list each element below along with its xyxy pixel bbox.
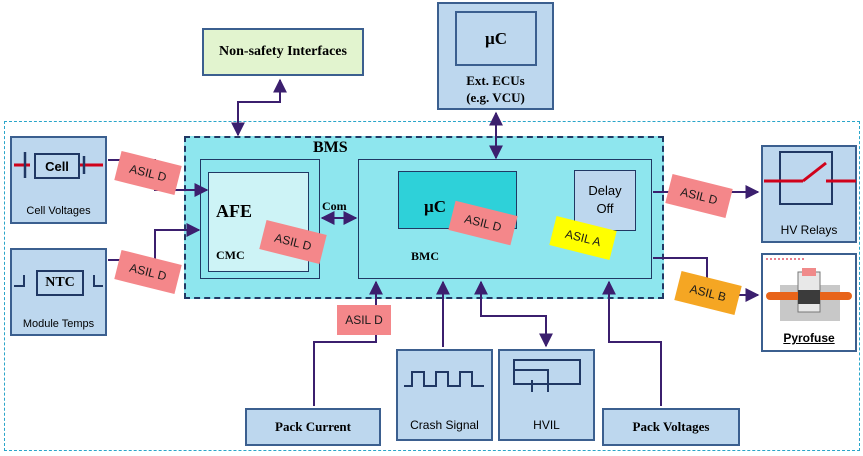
delay-label-2: Off (596, 201, 614, 216)
pack-voltages-label: Pack Voltages (632, 419, 710, 434)
system-boundary (4, 121, 860, 451)
nonsafety-link (231, 78, 287, 137)
ext-ecu-label-1: Ext. ECUs (466, 73, 525, 88)
pyrofuse-label: Pyrofuse (783, 331, 835, 345)
delay-label-1: Delay (588, 183, 622, 198)
hvil-loop (513, 359, 581, 392)
module-temps-label: Module Temps (22, 318, 95, 330)
ext-ecu-uc-label: µC (484, 28, 508, 48)
pack-current-label: Pack Current (275, 419, 351, 434)
cmc-box (200, 159, 320, 279)
ext-ecu-uc-box: µC (455, 11, 537, 66)
non-safety-interfaces-box: Non-safety Interfaces (202, 28, 364, 76)
current-link (313, 280, 383, 406)
asil-current: ASIL D (337, 305, 391, 335)
afe-label: AFE (216, 201, 252, 221)
crash-wave (404, 371, 484, 387)
bmc-label: BMC (411, 249, 439, 263)
cell-voltages-box: Cell Cell Voltages (10, 136, 107, 224)
cell-symbol: Cell (34, 153, 80, 179)
hvil-label: HVIL (533, 418, 560, 432)
ntc-lead-right (93, 275, 103, 287)
pack-current-box: Pack Current (245, 408, 381, 446)
pack-voltages-box: Pack Voltages (602, 408, 740, 446)
ntc-lead-left (14, 275, 25, 287)
voltages-link (602, 280, 662, 406)
ext-ecu-label-2: (e.g. VCU) (466, 90, 525, 105)
hv-relays-label: HV Relays (780, 223, 838, 237)
bmc-box (358, 159, 652, 279)
bmc-uc-label: µC (424, 197, 447, 216)
com-label: Com (322, 199, 347, 213)
ntc-symbol-label: NTC (45, 275, 75, 290)
ext-ecu-box: µC Ext. ECUs (e.g. VCU) (437, 2, 554, 110)
crash-signal-box: Crash Signal (396, 349, 493, 441)
hvil-link (474, 280, 553, 348)
module-temps-box: NTC Module Temps (10, 248, 107, 336)
pyrofuse-graphic (766, 258, 852, 321)
bms-title: BMS (313, 139, 348, 156)
cmc-label: CMC (216, 248, 245, 262)
ntc-symbol: NTC (36, 270, 84, 296)
hvil-box: HVIL (498, 349, 595, 441)
crash-signal-label: Crash Signal (410, 418, 479, 432)
relay-symbol (764, 151, 856, 205)
non-safety-interfaces-label: Non-safety Interfaces (219, 44, 347, 59)
cell-voltages-label: Cell Voltages (26, 205, 91, 217)
cell-symbol-label: Cell (45, 158, 69, 174)
